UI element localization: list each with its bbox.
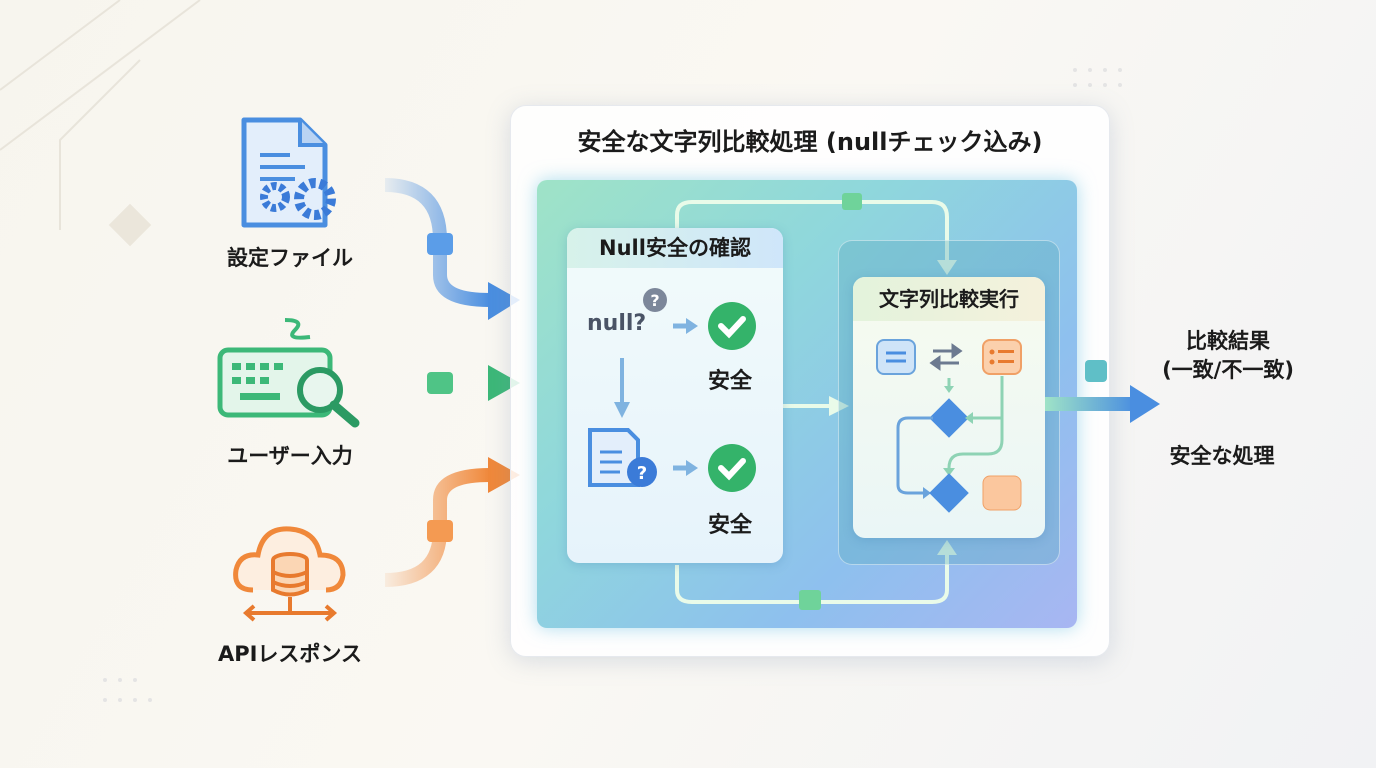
input-label-user: ユーザー入力 — [227, 444, 353, 468]
swap-icon — [929, 343, 963, 371]
check-icon — [708, 444, 756, 492]
result-box-icon — [982, 475, 1022, 511]
output-safe-label: 安全な処理 — [1169, 444, 1275, 468]
null-text: null? — [587, 311, 647, 336]
svg-text:?: ? — [650, 291, 659, 310]
check-icon — [708, 302, 756, 350]
data-packet-icon — [427, 233, 453, 255]
decision-diamond — [929, 398, 969, 438]
data-packet-icon — [1085, 360, 1107, 382]
document-question-icon: ? — [588, 428, 657, 487]
string-a-icon — [876, 339, 916, 375]
diagram-title: 安全な文字列比較処理 (nullチェック込み) — [577, 128, 1043, 156]
null-check-header: Null安全の確認 — [567, 228, 783, 268]
safe-label-2: 安全 — [708, 513, 753, 538]
null-check-box: Null安全の確認 — [567, 228, 783, 563]
input-arrows — [384, 178, 520, 587]
data-packet-icon — [799, 590, 821, 610]
decision-diamond — [929, 473, 969, 513]
internal-flow-arrows — [675, 193, 957, 610]
output-arrow — [1045, 360, 1160, 423]
compare-flow — [876, 339, 1022, 513]
check-packet-icon — [842, 193, 862, 210]
compare-header: 文字列比較実行 — [853, 277, 1045, 321]
input-label-config: 設定ファイル — [227, 246, 353, 270]
data-packet-icon — [427, 520, 453, 542]
config-file-icon — [241, 117, 336, 228]
null-check-flow: ? ? — [588, 288, 756, 492]
safe-label-1: 安全 — [708, 369, 753, 394]
keyboard-search-icon — [217, 318, 360, 428]
svg-text:?: ? — [637, 463, 647, 484]
output-result-sub: (一致/不一致) — [1162, 358, 1294, 382]
string-b-icon — [982, 339, 1022, 375]
data-packet-icon — [427, 372, 453, 394]
output-result-label: 比較結果 — [1186, 329, 1270, 353]
cloud-database-icon — [233, 526, 346, 622]
input-label-api: APIレスポンス — [217, 642, 363, 666]
question-icon — [643, 288, 667, 312]
